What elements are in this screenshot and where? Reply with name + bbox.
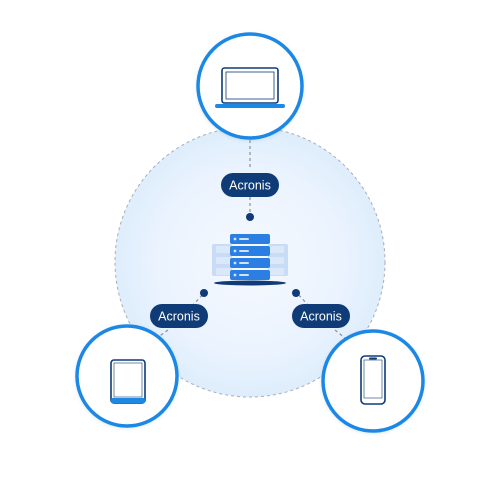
server-stack-icon [212,234,288,286]
device-right [321,329,425,433]
laptop-icon [215,67,285,108]
smartphone-icon [360,355,386,405]
connector-dot-top [246,213,254,221]
tablet-icon [110,359,146,404]
connector-dot-left [200,289,208,297]
acronis-badge-left: Acronis [150,304,208,328]
device-top [196,32,304,140]
acronis-badge-right: Acronis [292,304,350,328]
badge-label: Acronis [300,310,342,324]
connector-dot-right [292,289,300,297]
badge-label: Acronis [158,310,200,324]
badge-label: Acronis [229,179,271,193]
device-left [75,324,179,428]
acronis-badge-top: Acronis [221,173,279,197]
